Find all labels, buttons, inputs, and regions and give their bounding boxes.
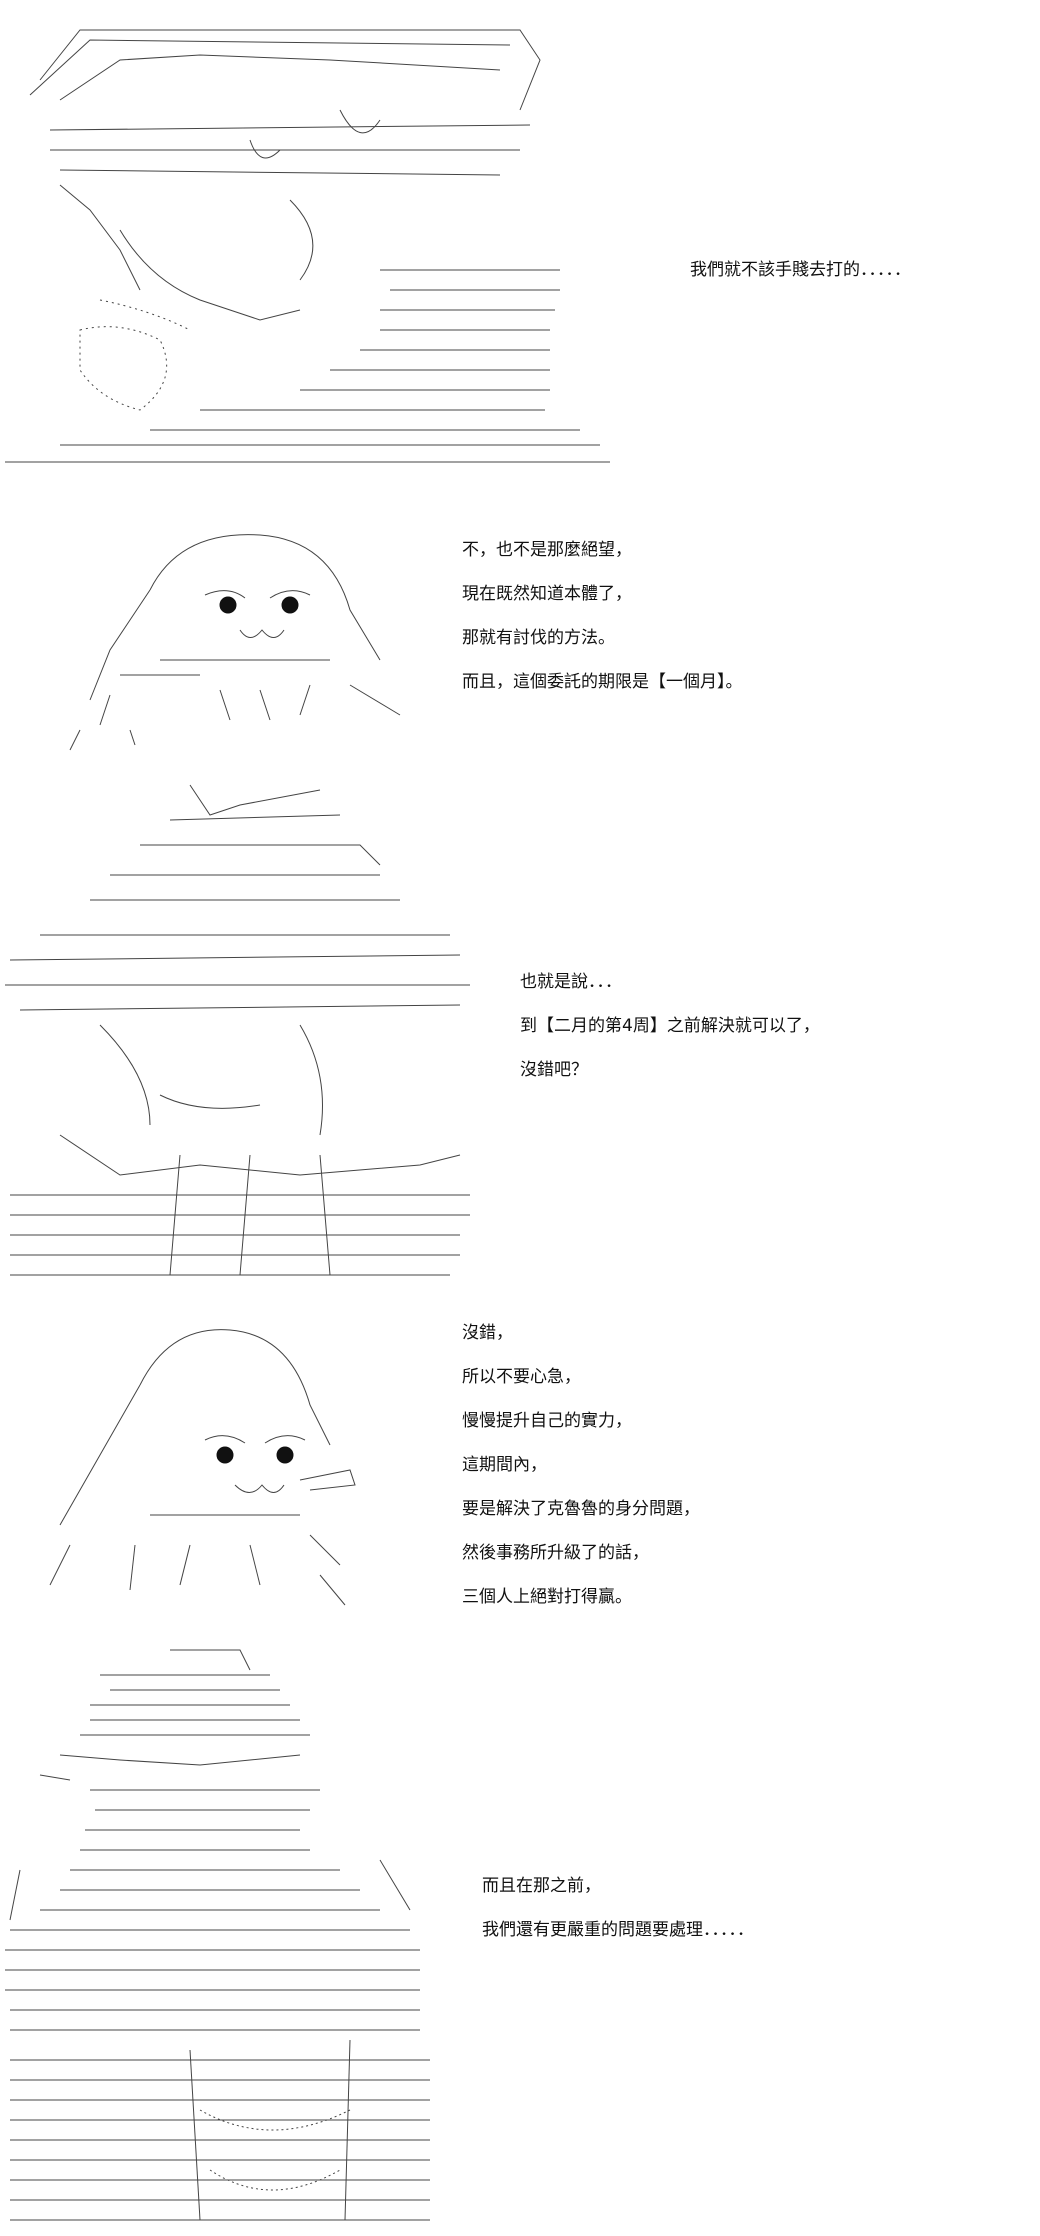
panel-4: 沒錯， 所以不要心急， 慢慢提升自己的實力， 這期間內， 要是解決了克魯魯的身分… [0,1305,1040,1625]
panel-5: 而且在那之前， 我們還有更嚴重的問題要處理．．．．． [0,1640,1040,2236]
ascii-art-character-slumped [5,29,610,463]
dialogue-line: 而且在那之前， [482,1876,601,1896]
panel-3: 也就是說．．． 到【二月的第4周】之前解決就可以了， 沒錯吧？ [0,775,1040,1295]
dialogue-4: 沒錯， 所以不要心急， 慢慢提升自己的實力， 這期間內， 要是解決了克魯魯的身分… [462,1311,700,1619]
dialogue-line: 那就有討伐的方法。 [462,628,615,648]
dialogue-line: 這期間內， [462,1455,547,1475]
dialogue-line: 而且，這個委託的期限是【一個月】。 [462,672,743,692]
dialogue-line: 要是解決了克魯魯的身分問題， [462,1499,700,1519]
ascii-art-round-creature [69,534,401,751]
dialogue-3: 也就是說．．． 到【二月的第4周】之前解決就可以了， 沒錯吧？ [520,960,820,1092]
dialogue-line: 沒錯吧？ [520,1060,588,1080]
dialogue-1: 我們就不該手賤去打的．．．．． [690,248,911,292]
dialogue-line: 現在既然知道本體了， [462,584,632,604]
panel-1: 我們就不該手賤去打的．．．．． [0,0,1040,480]
ascii-art-character-with-hat [5,784,470,1276]
dialogue-line: 然後事務所升級了的話， [462,1543,649,1563]
ascii-art-character-in-hat-and-coat [5,1649,430,2221]
dialogue-line: 到【二月的第4周】之前解決就可以了， [520,1016,820,1036]
ascii-art-round-creature-thinking [49,1329,356,1606]
dialogue-line: 不，也不是那麼絕望， [462,540,632,560]
dialogue-5: 而且在那之前， 我們還有更嚴重的問題要處理．．．．． [482,1864,754,1952]
dialogue-line: 也就是說．．． [520,972,622,992]
dialogue-2: 不，也不是那麼絕望， 現在既然知道本體了， 那就有討伐的方法。 而且，這個委託的… [462,528,743,704]
dialogue-line: 沒錯， [462,1323,513,1343]
dialogue-line: 慢慢提升自己的實力， [462,1411,632,1431]
dialogue-line: 三個人上絕對打得贏。 [462,1587,632,1607]
panel-2: 不，也不是那麼絕望， 現在既然知道本體了， 那就有討伐的方法。 而且，這個委託的… [0,510,1040,760]
dialogue-line: 我們還有更嚴重的問題要處理．．．．． [482,1920,754,1940]
dialogue-line: 我們就不該手賤去打的．．．．． [690,260,911,280]
dialogue-line: 所以不要心急， [462,1367,581,1387]
